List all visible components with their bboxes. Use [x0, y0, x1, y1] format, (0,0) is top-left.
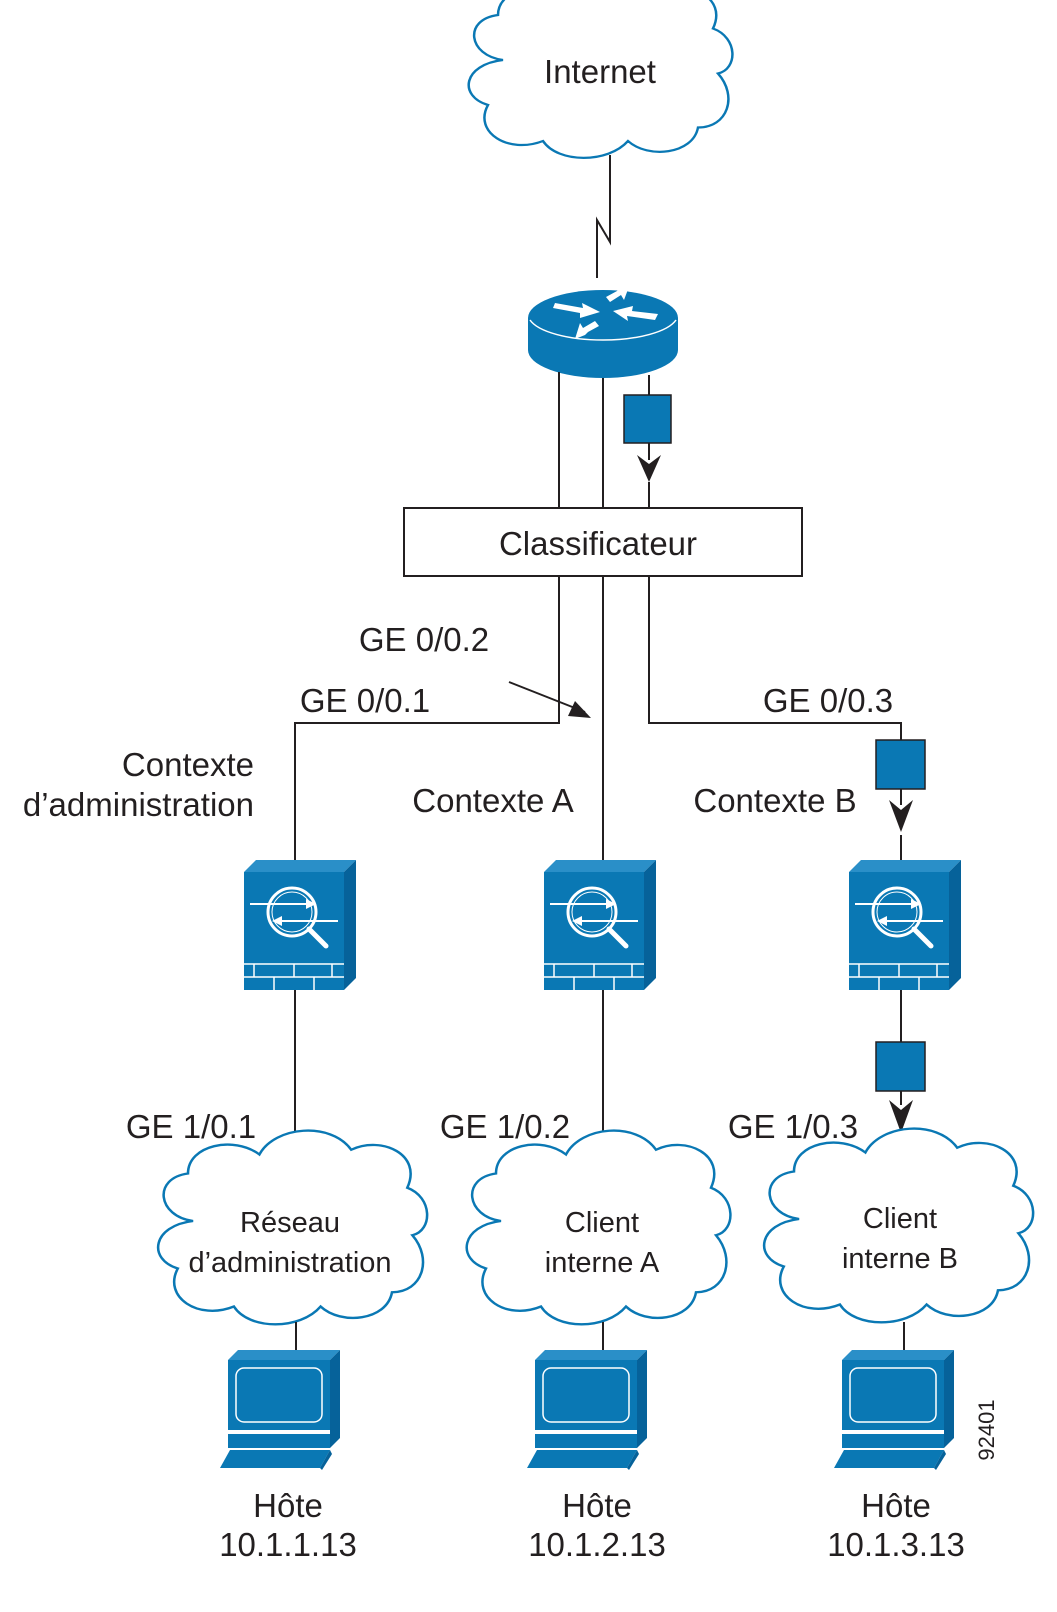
- firewall-icon-context-a: [544, 860, 656, 990]
- network-b-line2: interne B: [842, 1243, 958, 1275]
- interface-label-ge-1-0-3: GE 1/0.3: [728, 1108, 858, 1145]
- figure-id: 92401: [974, 1399, 999, 1460]
- interface-label-ge-1-0-1: GE 1/0.1: [126, 1108, 256, 1145]
- internet-label: Internet: [544, 53, 656, 90]
- network-cloud-a: Client interne A: [465, 1129, 732, 1326]
- firewall-icon-admin: [244, 860, 356, 990]
- context-admin-label-line1: Contexte: [122, 746, 254, 783]
- internet-cloud: Internet: [467, 0, 734, 160]
- network-cloud-admin: Réseau d’administration: [156, 1129, 429, 1326]
- host-admin-label: Hôte: [253, 1487, 323, 1524]
- network-a-line2: interne A: [545, 1247, 660, 1279]
- packet-icon: [623, 394, 672, 444]
- arrow-down-icon: [637, 455, 661, 482]
- context-a-label: Contexte A: [412, 782, 573, 819]
- classifier-label: Classificateur: [499, 525, 697, 562]
- network-cloud-b: Client interne B: [762, 1127, 1035, 1324]
- context-b-label: Contexte B: [693, 782, 856, 819]
- classifier-box: Classificateur: [403, 507, 803, 577]
- pointer-arrow-icon: [568, 701, 591, 718]
- interface-label-ge-0-0-1: GE 0/0.1: [300, 682, 430, 719]
- wan-link: [596, 155, 611, 278]
- arrow-down-icon: [889, 1100, 913, 1133]
- packet-icon: [875, 739, 926, 790]
- host-computer-icon-b: [833, 1349, 955, 1471]
- host-b-label: Hôte: [861, 1487, 931, 1524]
- network-b-line1: Client: [863, 1203, 937, 1235]
- interface-label-ge-0-0-2: GE 0/0.2: [359, 621, 489, 658]
- network-admin-line1: Réseau: [240, 1207, 340, 1239]
- network-admin-line2: d’administration: [188, 1247, 391, 1279]
- link-context-b: [648, 576, 902, 740]
- link-admin-context: [294, 576, 560, 862]
- router-icon: [528, 284, 678, 378]
- host-admin-ip: 10.1.1.13: [219, 1526, 357, 1563]
- host-a-ip: 10.1.2.13: [528, 1526, 666, 1563]
- firewall-icon-context-b: [849, 860, 961, 990]
- interface-label-ge-1-0-2: GE 1/0.2: [440, 1108, 570, 1145]
- network-a-line1: Client: [565, 1207, 639, 1239]
- arrow-down-icon: [889, 800, 913, 832]
- packet-icon: [875, 1041, 926, 1092]
- host-computer-icon-admin: [219, 1349, 341, 1471]
- host-b-ip: 10.1.3.13: [827, 1526, 965, 1563]
- interface-label-ge-0-0-3: GE 0/0.3: [763, 682, 893, 719]
- host-a-label: Hôte: [562, 1487, 632, 1524]
- host-computer-icon-a: [526, 1349, 648, 1471]
- context-admin-label-line2: d’administration: [23, 786, 254, 823]
